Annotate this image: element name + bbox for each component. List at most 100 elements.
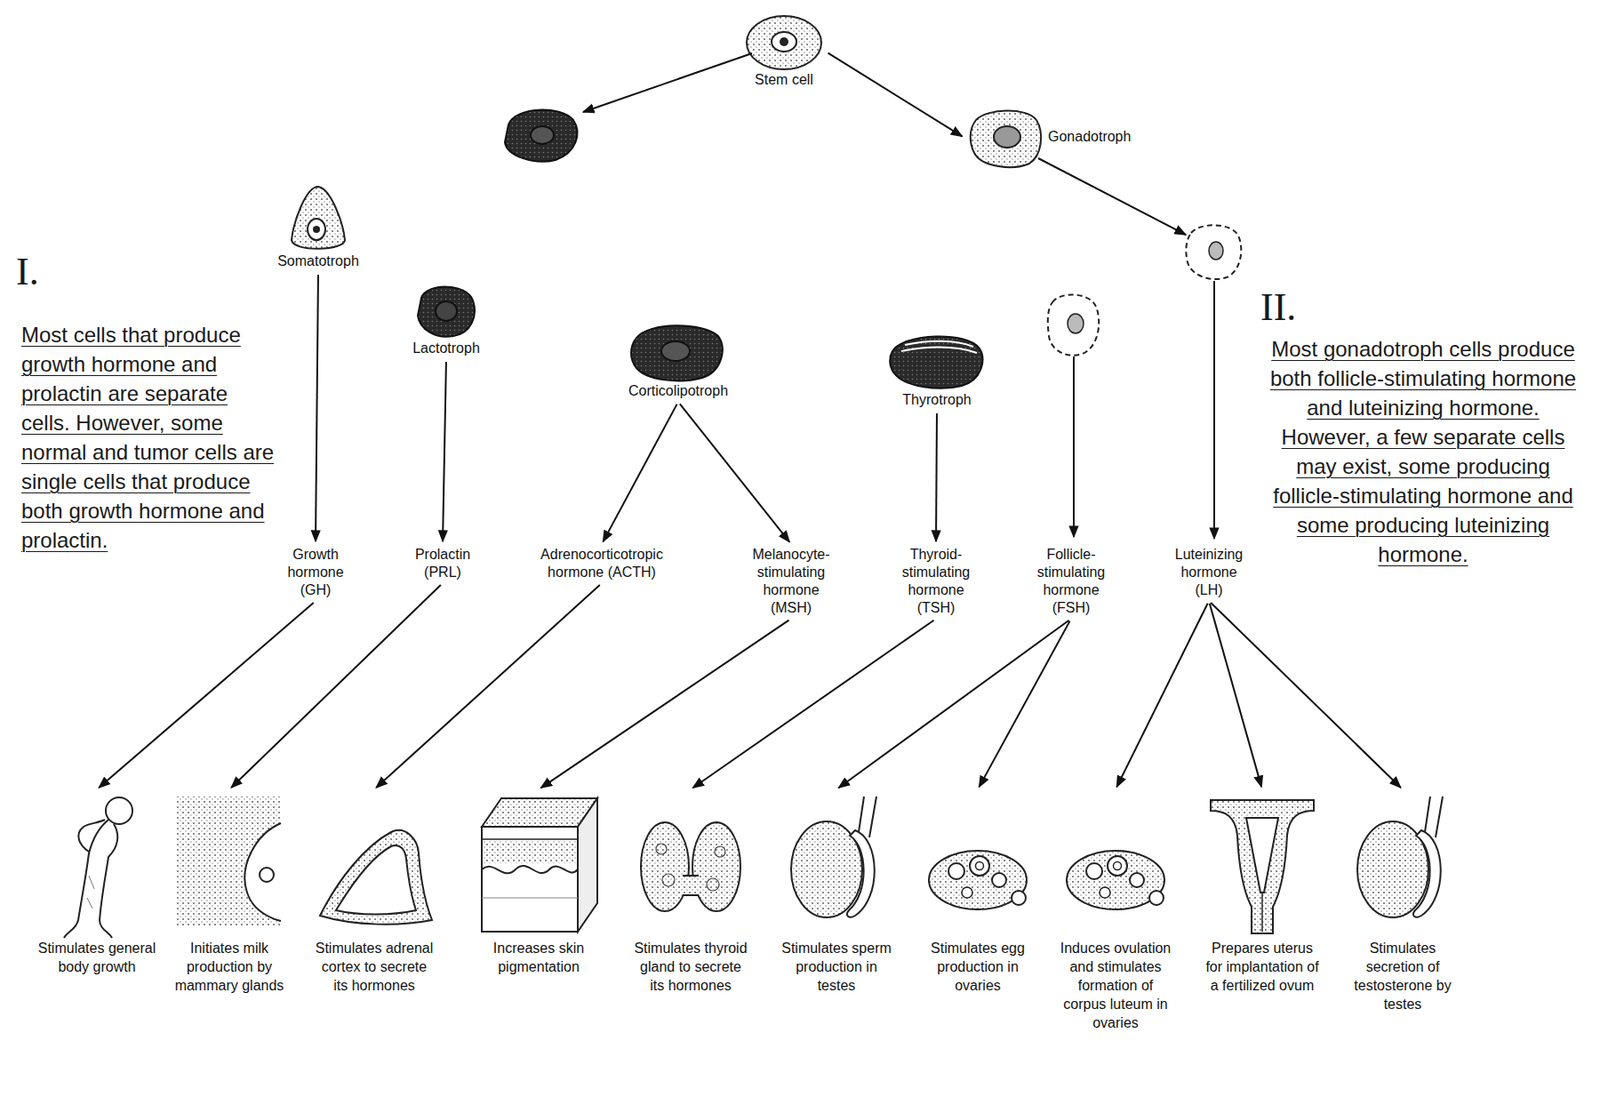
adrenal-drawing <box>320 830 432 925</box>
skin-drawing <box>481 897 578 899</box>
fsh-cell-drawing <box>1048 295 1099 356</box>
bone-drawing <box>78 819 105 852</box>
testis-drawing <box>791 796 877 918</box>
thyroid-drawing <box>706 878 720 891</box>
hormone-node: Thyroid-stimulating hormone (TSH) <box>888 544 984 619</box>
uterus-drawing <box>1261 892 1264 932</box>
lh-cell-drawing <box>1208 241 1224 260</box>
thyrotroph-cell-drawing <box>889 336 983 388</box>
arrow-connector <box>680 403 790 542</box>
fsh-cell-drawing <box>1067 313 1084 334</box>
arrow-connector <box>442 361 447 542</box>
arrow-connector <box>1210 602 1401 788</box>
skin-drawing <box>481 826 578 932</box>
effect-caption: Stimulates thyroid gland to secrete its … <box>631 938 751 995</box>
cell-node: Gonadotroph <box>964 104 1135 171</box>
effect-caption: Prepares uterus for implantation of a fe… <box>1202 938 1322 995</box>
arrow-connector <box>315 274 319 542</box>
cell-node: Corticolipotroph <box>624 320 732 402</box>
effect-caption: Stimulates general body growth <box>37 938 157 976</box>
section-number: I. <box>16 250 40 294</box>
hormone-label: Thyroid-stimulating hormone (TSH) <box>891 545 981 617</box>
unlabeled-cell-drawing <box>504 110 577 162</box>
thyroid-drawing <box>682 875 699 896</box>
ovary-drawing <box>928 850 1027 910</box>
cell-label: Stem cell <box>745 71 823 89</box>
effect-caption: Stimulates secretion of testosterone by … <box>1343 938 1463 1014</box>
gonadotroph-cell-drawing <box>993 126 1021 148</box>
effect-caption: Induces ovulation and stimulates formati… <box>1056 938 1176 1032</box>
skin-drawing <box>482 840 577 864</box>
hormone-node: Follicle-stimulating hormone (FSH) <box>1023 544 1120 619</box>
leader-arrow <box>1213 280 1216 539</box>
somatotroph-cell-drawing <box>291 186 345 249</box>
thyroid-drawing <box>640 822 689 912</box>
organ-node: Stimulates adrenal cortex to secrete its… <box>311 789 438 997</box>
organ-node: Induces ovulation and stimulates formati… <box>1052 789 1179 1034</box>
leader-arrow <box>1072 356 1075 537</box>
arrow-connector <box>692 620 934 789</box>
stem-cell-drawing <box>746 16 822 70</box>
annotation-note: Most gonadotroph cells produce both foll… <box>1262 334 1584 569</box>
leader-arrow <box>583 53 1215 539</box>
bone-drawing <box>64 797 133 938</box>
hormone-node: Luteinizing hormone (LH) <box>1162 544 1256 601</box>
bone-drawing <box>64 819 109 938</box>
lh-cell-drawing <box>1185 224 1241 280</box>
arrow-connector <box>935 413 938 542</box>
hormone-node: Growth hormone (GH) <box>278 544 353 601</box>
somatotroph-cell-drawing <box>312 225 320 233</box>
stem-cell-drawing <box>746 16 822 70</box>
cell-label: Thyrotroph <box>891 391 983 409</box>
leader-arrow <box>1038 158 1186 235</box>
organ-node: Prepares uterus for implantation of a fe… <box>1199 789 1326 997</box>
adrenal-drawing <box>336 845 416 915</box>
stem-cell-drawing <box>771 32 797 52</box>
bone-drawing <box>87 875 95 909</box>
stem-cell-drawing <box>779 37 789 47</box>
effect-caption: Stimulates egg production in ovaries <box>918 938 1038 995</box>
skin-drawing <box>481 798 598 932</box>
effect-caption: Stimulates adrenal cortex to secrete its… <box>314 938 434 995</box>
arrow-connector <box>838 620 1069 788</box>
hormone-label: Adrenocorticotropic hormone (ACTH) <box>527 545 677 582</box>
thyroid-drawing <box>692 822 741 912</box>
lactotroph-cell-drawing <box>417 287 475 337</box>
arrow-connector <box>540 620 789 789</box>
breast-drawing <box>244 823 281 921</box>
thyroid-drawing <box>656 843 667 855</box>
cell-node: Stem cell <box>742 12 826 91</box>
uterus-drawing <box>1210 800 1314 934</box>
bone-drawing <box>105 797 133 824</box>
leader-arrow <box>583 53 752 112</box>
cell-label: Lactotroph <box>412 339 480 358</box>
corticolipotroph-cell-drawing <box>661 341 690 361</box>
somatotroph-cell-drawing <box>307 218 326 240</box>
cell-label: Gonadotroph <box>1048 128 1131 146</box>
cell-node: Lactotroph <box>408 282 484 360</box>
bone-drawing <box>99 824 118 938</box>
unlabeled-cell-drawing <box>504 110 577 162</box>
hormone-label: Melanocyte-stimulating hormone (MSH) <box>746 545 836 617</box>
arrow-connector <box>376 584 600 788</box>
breast-drawing <box>259 867 274 882</box>
organ-node: Stimulates egg production in ovaries <box>914 789 1041 997</box>
lh-cell-drawing <box>1185 224 1241 280</box>
skin-drawing <box>481 865 578 873</box>
hormone-label: Growth hormone (GH) <box>281 545 350 600</box>
thyroid-drawing <box>714 846 726 857</box>
thyroid-drawing <box>662 873 675 887</box>
organ-node: Stimulates sperm production in testes <box>773 789 900 997</box>
hormone-label: Prolactin (PRL) <box>408 545 477 582</box>
breast-drawing <box>176 796 281 927</box>
effect-caption: Stimulates sperm production in testes <box>776 938 896 995</box>
section-number: II. <box>1260 286 1296 329</box>
uterus-drawing <box>1210 800 1314 934</box>
gonadotroph-cell-drawing <box>970 110 1041 168</box>
arrow-connector <box>98 602 313 788</box>
arrow-connector <box>828 53 963 137</box>
ovary-drawing <box>1066 850 1165 910</box>
skin-drawing <box>577 798 598 932</box>
thyroid-drawing <box>682 875 699 896</box>
arrow-connector <box>602 404 677 543</box>
